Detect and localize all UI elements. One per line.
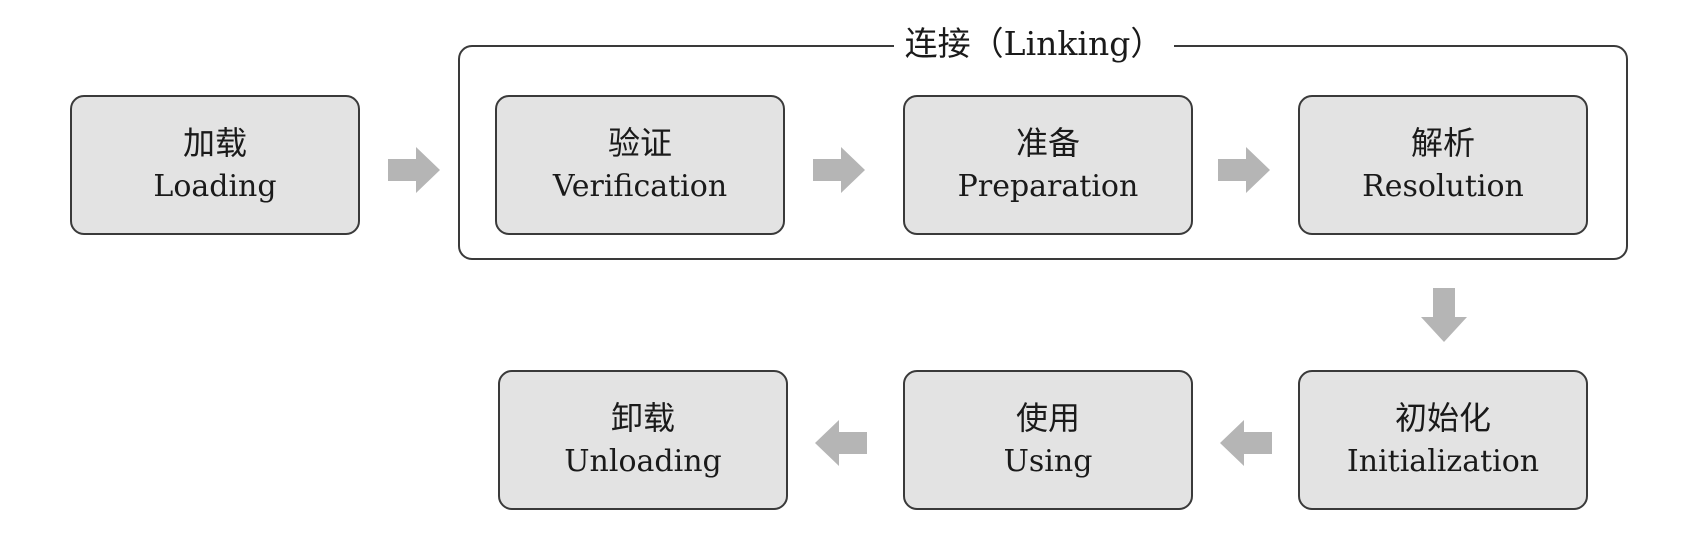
stage-loading: 加载 Loading — [70, 95, 360, 235]
arrow-down-icon — [1421, 288, 1467, 342]
stage-label-en: Unloading — [564, 444, 722, 479]
stage-label-zh: 解析 — [1410, 124, 1475, 162]
stage-verification: 验证 Verification — [495, 95, 785, 235]
stage-label-en: Verification — [552, 169, 728, 204]
arrow-right-icon — [388, 147, 440, 193]
stage-using: 使用 Using — [903, 370, 1193, 510]
stage-label-zh: 验证 — [607, 124, 672, 162]
stage-resolution: 解析 Resolution — [1298, 95, 1588, 235]
stage-preparation: 准备 Preparation — [903, 95, 1193, 235]
stage-label-zh: 卸载 — [610, 399, 675, 437]
stage-label-en: Preparation — [957, 169, 1139, 204]
stage-label-en: Resolution — [1362, 169, 1524, 204]
linking-group-title: 连接（Linking） — [894, 22, 1174, 66]
arrow-left-icon — [815, 420, 867, 466]
stage-initialization: 初始化 Initialization — [1298, 370, 1588, 510]
stage-label-zh: 使用 — [1015, 399, 1080, 437]
stage-label-zh: 加载 — [182, 124, 247, 162]
stage-label-zh: 初始化 — [1394, 399, 1491, 437]
stage-label-en: Using — [1003, 444, 1093, 479]
arrow-left-icon — [1220, 420, 1272, 466]
stage-label-en: Initialization — [1346, 444, 1540, 479]
stage-label-zh: 准备 — [1015, 124, 1080, 162]
stage-unloading: 卸载 Unloading — [498, 370, 788, 510]
arrow-right-icon — [813, 147, 865, 193]
arrow-right-icon — [1218, 147, 1270, 193]
stage-label-en: Loading — [153, 169, 277, 204]
